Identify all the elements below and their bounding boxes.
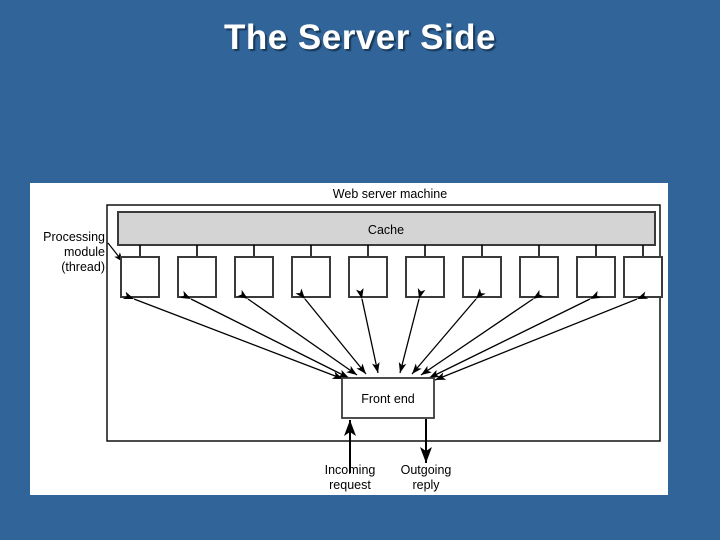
web-server-machine-boundary: [106, 204, 661, 442]
web-server-machine-label: Web server machine: [333, 187, 447, 201]
processing-module-box-2[interactable]: [177, 256, 217, 298]
incoming-request-label-line1: Incoming: [325, 463, 376, 477]
page-title: The Server Side: [223, 18, 497, 57]
processing-module-box-4[interactable]: [291, 256, 331, 298]
processing-module-box-9[interactable]: [576, 256, 616, 298]
processing-module-box-1[interactable]: [120, 256, 160, 298]
processing-module-box-8[interactable]: [519, 256, 559, 298]
front-end-box[interactable]: [341, 377, 435, 419]
processing-module-label-line2: module: [64, 245, 105, 259]
diagram-svg: Web server machine Cache Processing modu…: [30, 183, 668, 495]
module-frontend-connector-10: [434, 291, 649, 381]
diagram-container: Web server machine Cache Processing modu…: [30, 183, 668, 495]
cache-box: [117, 211, 656, 246]
module-frontend-connector-4: [295, 288, 367, 375]
processing-module-box-10[interactable]: [623, 256, 663, 298]
processing-module-box-5[interactable]: [348, 256, 388, 298]
outgoing-reply-label-line1: Outgoing: [401, 463, 452, 477]
processing-module-box-6[interactable]: [405, 256, 445, 298]
cache-label: Cache: [368, 223, 404, 237]
module-frontend-connector-5: [355, 288, 380, 374]
incoming-request-label-line2: request: [329, 478, 371, 492]
processing-module-label-line3: (thread): [61, 260, 105, 274]
outgoing-reply-label-line2: reply: [412, 478, 440, 492]
processing-module-box-3[interactable]: [234, 256, 274, 298]
processing-module-label-line1: Processing: [43, 230, 105, 244]
processing-module-box-7[interactable]: [462, 256, 502, 298]
front-end-label: Front end: [361, 392, 415, 406]
